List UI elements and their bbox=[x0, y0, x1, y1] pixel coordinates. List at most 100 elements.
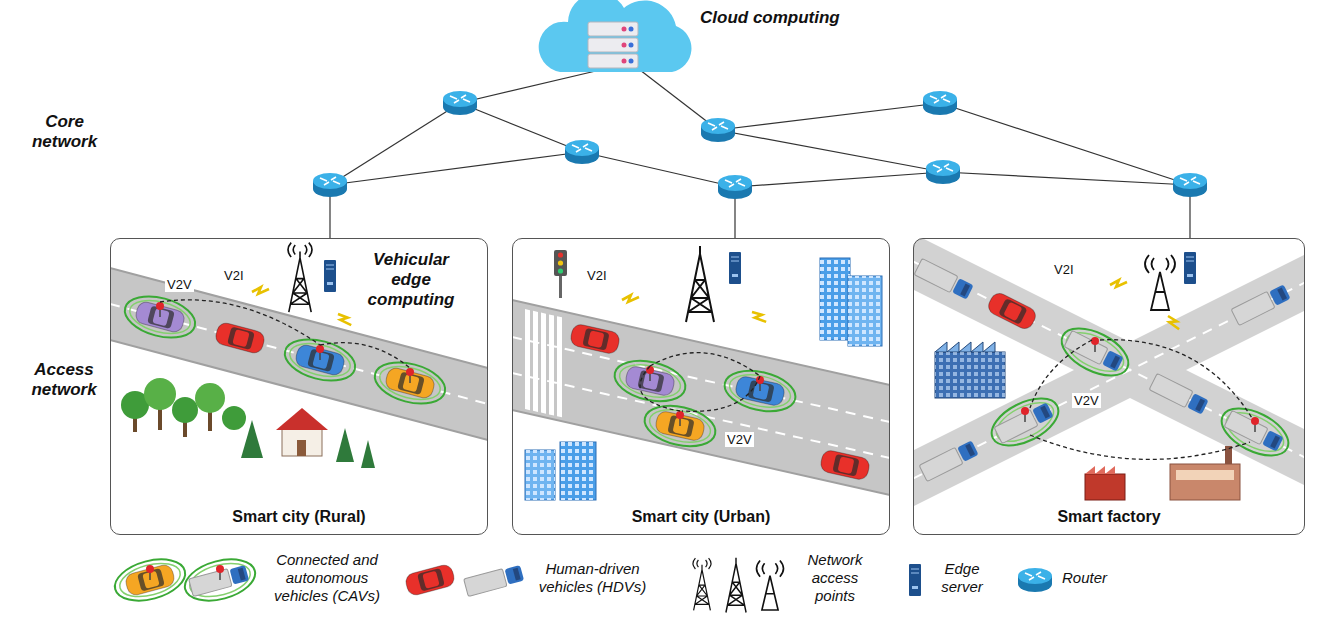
rural-scene bbox=[110, 243, 488, 468]
vehicles bbox=[120, 289, 199, 344]
house bbox=[276, 408, 328, 456]
cloud-icon bbox=[539, 0, 692, 72]
cloud-icon bbox=[629, 27, 634, 32]
vehicles bbox=[569, 323, 621, 355]
vehicles bbox=[1091, 337, 1099, 352]
panel-ground bbox=[512, 238, 890, 535]
urban-scene bbox=[512, 246, 890, 500]
legend-samples bbox=[464, 564, 525, 596]
house bbox=[282, 428, 322, 456]
cloud-icon bbox=[622, 43, 627, 48]
scenario-panel: Smart factory bbox=[913, 238, 1305, 535]
routers bbox=[923, 91, 957, 115]
trees bbox=[121, 378, 375, 468]
vehicles bbox=[984, 389, 1065, 455]
cloud-icon bbox=[588, 38, 638, 52]
vehicles bbox=[994, 401, 1054, 443]
vehicles bbox=[641, 400, 720, 453]
trees bbox=[172, 397, 198, 423]
rural-scene bbox=[289, 251, 311, 312]
vehicles bbox=[294, 343, 346, 377]
factory-scene bbox=[1184, 252, 1196, 284]
legend-text: Router bbox=[1062, 569, 1107, 587]
crosswalk bbox=[549, 314, 554, 415]
rural-scene bbox=[252, 287, 269, 294]
buildings bbox=[525, 258, 882, 500]
routers bbox=[926, 160, 960, 184]
v2v-links bbox=[640, 353, 760, 412]
vehicles bbox=[914, 259, 974, 301]
legend-samples bbox=[180, 552, 259, 607]
vehicles bbox=[646, 366, 654, 381]
vehicles bbox=[986, 290, 1039, 331]
cloud-label: Cloud computing bbox=[700, 8, 840, 28]
vehicles bbox=[1054, 319, 1135, 385]
vehicles bbox=[914, 259, 974, 301]
buildings bbox=[560, 442, 596, 500]
routers bbox=[1173, 173, 1207, 197]
urban-scene bbox=[686, 246, 714, 322]
buildings bbox=[820, 258, 850, 340]
buildings bbox=[525, 450, 555, 500]
legend-samples bbox=[694, 565, 711, 611]
vehicles bbox=[134, 300, 186, 334]
vehicles bbox=[156, 302, 164, 317]
network-links bbox=[735, 172, 943, 187]
urban-scene bbox=[751, 308, 768, 325]
factory-scene bbox=[1166, 314, 1181, 332]
buildings bbox=[820, 258, 850, 340]
crosswalk bbox=[525, 309, 562, 417]
panel-title: Smart city (Rural) bbox=[232, 508, 365, 526]
vehicles bbox=[384, 366, 436, 400]
vehicles bbox=[370, 355, 449, 410]
network-links bbox=[943, 172, 1190, 185]
traffic-light bbox=[558, 252, 563, 257]
cloud-icon bbox=[588, 54, 638, 68]
house bbox=[276, 408, 328, 430]
layer-label: Core network bbox=[22, 112, 107, 152]
vehicles bbox=[611, 355, 690, 408]
factory-building bbox=[935, 352, 1005, 398]
legend-text: Edge server bbox=[932, 560, 992, 596]
edge-computing-label: Vehicular edge computing bbox=[352, 250, 470, 310]
v2v-links bbox=[160, 300, 410, 368]
routers bbox=[443, 91, 477, 115]
vehicles bbox=[1231, 283, 1291, 325]
crosswalk bbox=[533, 311, 538, 412]
routers bbox=[565, 140, 599, 164]
v2v-links bbox=[1030, 340, 1252, 460]
buildings bbox=[848, 276, 882, 346]
vehicles bbox=[1231, 283, 1291, 325]
vehicles bbox=[569, 323, 621, 355]
vehicles bbox=[721, 365, 800, 418]
v2v-links bbox=[650, 353, 760, 376]
vehicles bbox=[676, 411, 684, 426]
legend-samples bbox=[404, 563, 456, 597]
factory-building bbox=[1225, 446, 1232, 464]
network-links bbox=[718, 103, 940, 130]
vehicles bbox=[986, 290, 1039, 331]
legend-samples bbox=[404, 563, 456, 597]
legend-samples bbox=[146, 565, 154, 580]
link-label: V2I bbox=[222, 268, 246, 283]
vehicles bbox=[1054, 319, 1135, 385]
legend-samples bbox=[110, 552, 1052, 612]
vehicles bbox=[984, 389, 1065, 455]
vehicles bbox=[1251, 417, 1259, 432]
buildings bbox=[525, 450, 555, 500]
vehicles bbox=[919, 439, 979, 481]
cloud-icon bbox=[629, 43, 634, 48]
trees bbox=[361, 440, 375, 468]
network-links bbox=[460, 103, 582, 152]
vehicles bbox=[624, 365, 676, 397]
vehicles bbox=[1149, 374, 1209, 416]
routers bbox=[313, 91, 1207, 199]
link-label: V2I bbox=[1052, 262, 1076, 277]
vehicles bbox=[406, 368, 414, 383]
vehicles bbox=[280, 332, 359, 387]
v2v-links bbox=[160, 300, 320, 345]
vehicles bbox=[214, 321, 266, 355]
factory-building bbox=[1085, 474, 1125, 500]
